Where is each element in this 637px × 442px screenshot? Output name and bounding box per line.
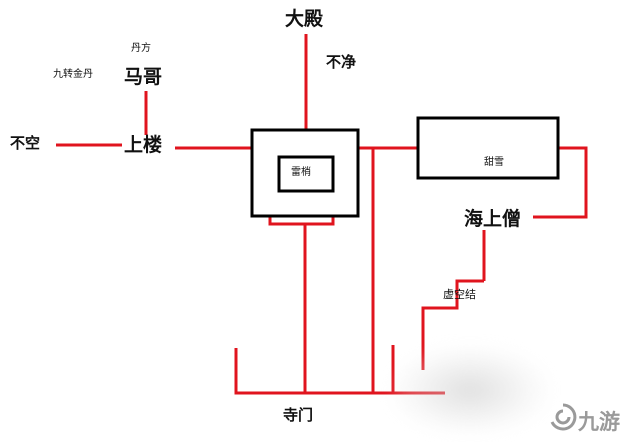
label-jiu-zhuan-jin-dan: 九转金丹 bbox=[53, 69, 93, 80]
label-xu-kong-jie: 虚空结 bbox=[443, 288, 476, 301]
watermark-text: 九游 bbox=[578, 410, 620, 434]
route-lines bbox=[56, 34, 588, 395]
label-si-men: 寺门 bbox=[283, 406, 314, 424]
tianxue-box bbox=[416, 116, 560, 180]
route-line-tianxue-haishangseng bbox=[533, 146, 588, 219]
main-hall-box bbox=[250, 128, 360, 218]
label-bu-kong: 不空 bbox=[10, 134, 41, 152]
route-line-xukongjie bbox=[421, 279, 484, 370]
label-tian-xue: 甜雪 bbox=[484, 157, 504, 168]
label-lei-shao: 雷梢 bbox=[291, 167, 311, 178]
label-da-dian: 大殿 bbox=[285, 8, 324, 30]
label-ma-ge: 马哥 bbox=[124, 66, 163, 88]
blurred-patch bbox=[390, 345, 550, 435]
label-shang-lou: 上楼 bbox=[124, 134, 163, 156]
route-line-hall-tianxue bbox=[358, 146, 375, 393]
label-hai-shang-seng: 海上僧 bbox=[464, 208, 522, 230]
route-line-leishao-bracket bbox=[268, 217, 335, 226]
label-bu-jing: 不净 bbox=[326, 53, 357, 71]
route-line-bottom bbox=[234, 348, 445, 395]
room-boxes bbox=[250, 116, 560, 218]
swirl-logo-icon bbox=[550, 403, 577, 431]
label-dan-fang: 丹方 bbox=[131, 43, 151, 54]
leishao-box bbox=[277, 155, 335, 193]
